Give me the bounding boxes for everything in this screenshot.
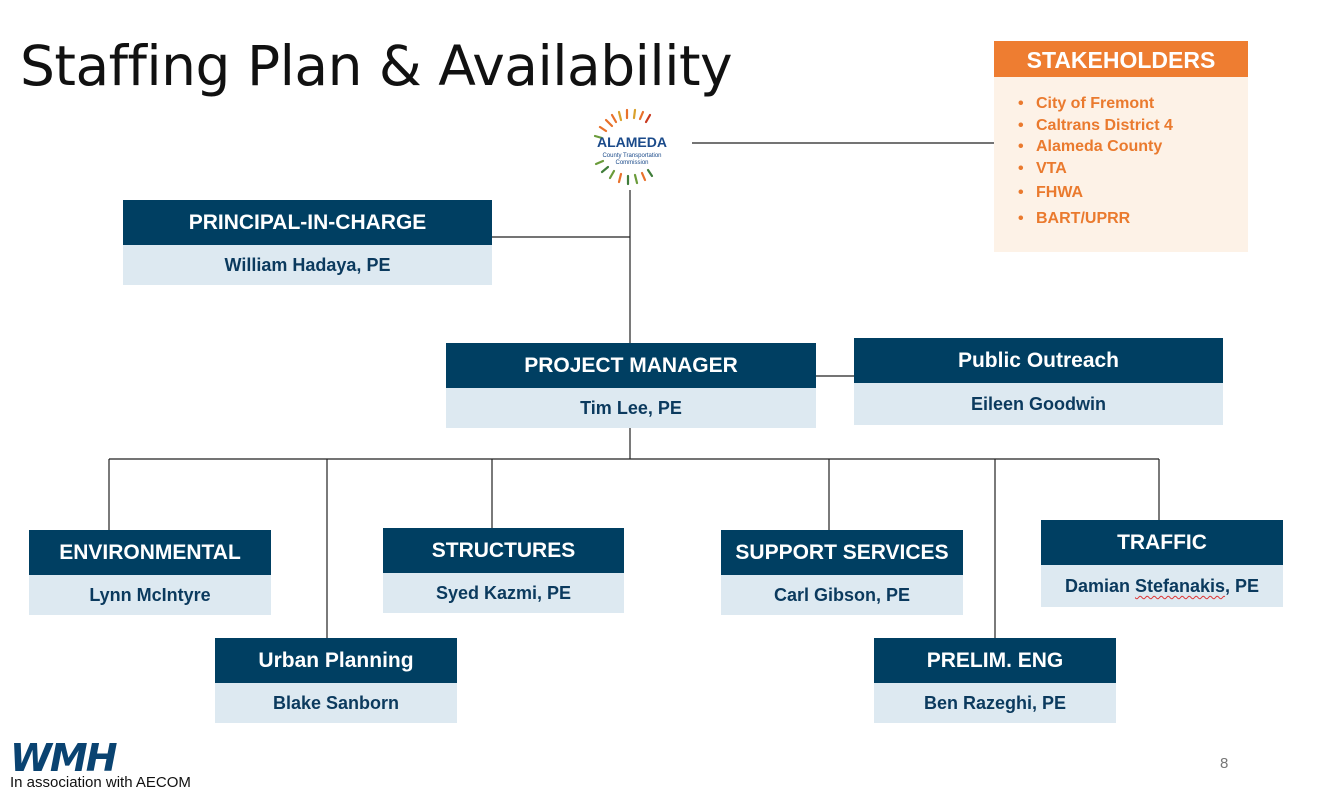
traffic-name: Damian Stefanakis, PE [1041,565,1283,607]
prelim-name: Ben Razeghi, PE [874,683,1116,723]
stakeholder-item: •Alameda County [1018,138,1163,155]
environmental-role: ENVIRONMENTAL [29,530,271,575]
prelim-role: PRELIM. ENG [874,638,1116,683]
support-role: SUPPORT SERVICES [721,530,963,575]
traffic-role: TRAFFIC [1041,520,1283,565]
wmh-logo: WMH In association with AECOM [10,736,191,791]
stakeholders-header: STAKEHOLDERS [994,41,1248,77]
public-outreach-box: Public Outreach Eileen Goodwin [854,338,1223,425]
structures-box: STRUCTURES Syed Kazmi, PE [383,528,624,613]
page-title: Staffing Plan & Availability [20,34,733,98]
pm-role: PROJECT MANAGER [446,343,816,388]
stakeholder-item: •FHWA [1018,184,1084,201]
traffic-box: TRAFFIC Damian Stefanakis, PE [1041,520,1283,607]
pm-name: Tim Lee, PE [446,388,816,428]
principal-role: PRINCIPAL-IN-CHARGE [123,200,492,245]
outreach-name: Eileen Goodwin [854,383,1223,425]
principal-in-charge-box: PRINCIPAL-IN-CHARGE William Hadaya, PE [123,200,492,285]
page-number: 8 [1220,755,1229,772]
environmental-box: ENVIRONMENTAL Lynn McIntyre [29,530,271,615]
stakeholders-panel: STAKEHOLDERS •City of Fremont •Caltrans … [994,41,1248,252]
structures-name: Syed Kazmi, PE [383,573,624,613]
stakeholder-item: •VTA [1018,159,1067,177]
traffic-name-spellcheck: Stefanakis [1134,576,1226,596]
alameda-ctc-logo: ALAMEDA County Transportation Commission [582,106,682,190]
stakeholders-list: •City of Fremont •Caltrans District 4 •A… [1018,93,1173,229]
wmh-brand: WMH [10,736,118,780]
structures-role: STRUCTURES [383,528,624,573]
principal-name: William Hadaya, PE [123,245,492,285]
support-services-box: SUPPORT SERVICES Carl Gibson, PE [721,530,963,615]
logo-sub1: County Transportation [602,153,661,159]
urban-planning-box: Urban Planning Blake Sanborn [215,638,457,723]
prelim-eng-box: PRELIM. ENG Ben Razeghi, PE [874,638,1116,723]
logo-sub2: Commission [615,160,648,166]
stakeholder-item: •Caltrans District 4 [1018,116,1173,134]
stakeholder-item: •BART/UPRR [1018,209,1131,227]
environmental-name: Lynn McIntyre [29,575,271,615]
logo-name: ALAMEDA [597,134,667,150]
stakeholder-item: •City of Fremont [1018,95,1155,112]
wmh-tagline: In association with AECOM [10,774,191,791]
project-manager-box: PROJECT MANAGER Tim Lee, PE [446,343,816,428]
urban-role: Urban Planning [215,638,457,683]
urban-name: Blake Sanborn [215,683,457,723]
outreach-role: Public Outreach [854,338,1223,383]
support-name: Carl Gibson, PE [721,575,963,615]
